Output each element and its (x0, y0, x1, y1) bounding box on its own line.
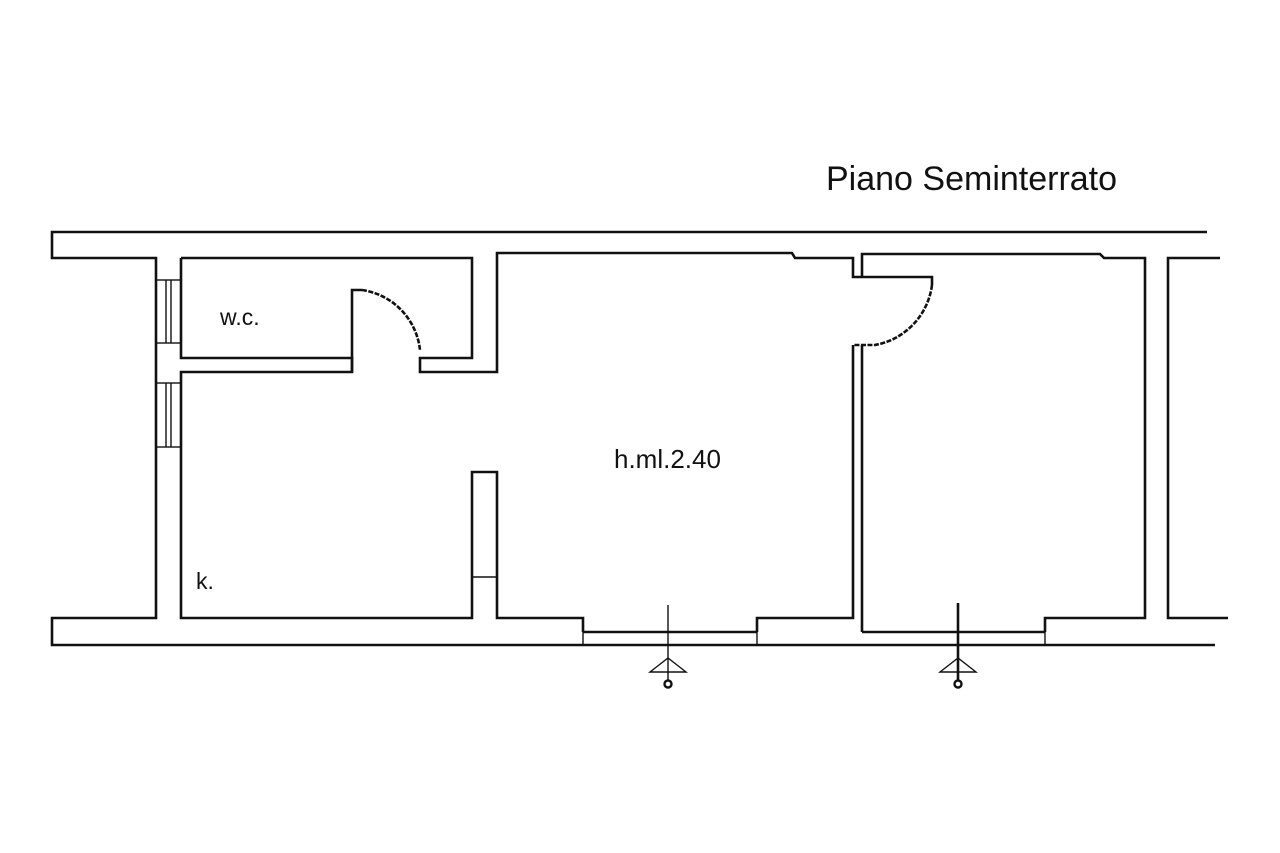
room-label-wc: w.c. (219, 304, 260, 330)
window-left-lower (155, 382, 182, 448)
window-left-upper (155, 279, 182, 344)
window-bottom-center (582, 630, 758, 645)
entrance-arrow-icon (937, 603, 979, 689)
wc-door (350, 288, 422, 372)
plan-title: Piano Seminterrato (826, 160, 1117, 198)
entrance-arrow-icon (647, 605, 689, 689)
window-bottom-right (862, 630, 1046, 645)
room-label-kitchen: k. (196, 568, 214, 594)
right-room-door (853, 275, 934, 347)
outer-walls (50, 230, 1228, 647)
room-height-label: h.ml.2.40 (614, 444, 721, 474)
